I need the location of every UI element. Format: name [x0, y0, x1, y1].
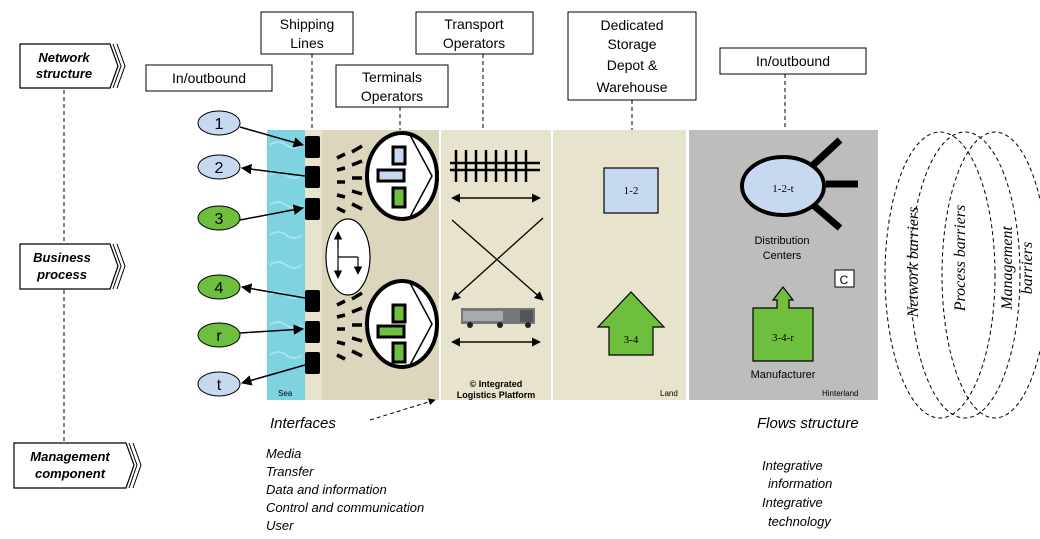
- warehouse-house-34: 3-4: [596, 291, 666, 356]
- flows-item: information: [768, 476, 832, 491]
- manufacturer-label: Manufacturer: [751, 369, 816, 381]
- interfaces-item: Control and communication: [266, 500, 424, 515]
- c-box-label: C: [840, 273, 849, 287]
- c-box: C: [834, 269, 855, 288]
- distribution-center: 1-2-t: [740, 137, 858, 231]
- storage-box-12: 1-2: [603, 167, 659, 214]
- warehouse-label: 3-4: [624, 334, 639, 346]
- rail-track-icon: [450, 150, 540, 182]
- actor-storage-warehouse: Dedicated Storage Depot & Warehouse: [567, 11, 697, 101]
- flow-oval-1: 1: [197, 110, 241, 136]
- actor-storage-line3: Depot &: [607, 57, 658, 73]
- dc-oval-label: 1-2-t: [772, 183, 793, 195]
- land-label: Land: [660, 389, 678, 398]
- management-barriers-line1: Management: [999, 226, 1016, 311]
- flow-oval-t: t: [197, 371, 241, 397]
- dc-label-line2: Centers: [763, 250, 802, 262]
- interfaces-item: Data and information: [266, 482, 387, 497]
- flow-label-r: r: [216, 328, 222, 345]
- tag-network-structure: Network structure: [19, 43, 126, 89]
- flow-label-4: 4: [215, 280, 224, 297]
- flow-oval-3: 3: [197, 205, 241, 231]
- actor-storage-line4: Warehouse: [596, 79, 667, 95]
- barriers: Network barriers Process barriers Manage…: [884, 131, 1040, 419]
- flow-label-t: t: [217, 377, 222, 394]
- actor-shipping-line2: Lines: [290, 35, 323, 51]
- actor-inout-left: In/outbound: [145, 64, 273, 92]
- truck-icon: [461, 308, 535, 328]
- actor-terminals-operators: Terminals Operators: [335, 64, 449, 108]
- copyright-line1: © Integrated: [470, 379, 523, 389]
- manufacturer-box-label: 3-4-r: [772, 332, 794, 344]
- flow-oval-2: 2: [197, 154, 241, 180]
- copyright-line2: Logistics Platform: [457, 390, 536, 400]
- actor-storage-line2: Storage: [607, 36, 656, 52]
- flow-label-1: 1: [215, 116, 224, 133]
- dc-label-line1: Distribution: [754, 235, 809, 247]
- actor-inout-right: In/outbound: [719, 47, 867, 75]
- flows-structure-list: Integrative information Integrative tech…: [762, 458, 832, 529]
- tag-management-component: Management component: [13, 442, 142, 489]
- actor-inout-left-label: In/outbound: [172, 70, 246, 86]
- tag-management-line2: component: [35, 466, 106, 481]
- manufacturer-box: 3-4-r: [752, 286, 814, 362]
- actor-inout-right-label: In/outbound: [756, 53, 830, 69]
- process-barriers-label: Process barriers: [952, 205, 969, 313]
- interfaces-item: User: [266, 518, 294, 533]
- flow-label-3: 3: [215, 211, 224, 228]
- terminal-top: [336, 131, 439, 221]
- management-barriers-line2: barriers: [1019, 242, 1036, 294]
- actor-transport-operators: Transport Operators: [415, 11, 534, 55]
- tag-business-process: Business process: [19, 243, 126, 290]
- flow-oval-r: r: [197, 322, 241, 348]
- interfaces-list: Media Transfer Data and information Cont…: [266, 446, 424, 533]
- tag-network-line1: Network: [38, 50, 90, 65]
- storage-box-label: 1-2: [624, 185, 639, 197]
- flow-oval-4: 4: [197, 274, 241, 300]
- terminal-bottom: [336, 279, 439, 369]
- interfaces-item: Media: [266, 446, 301, 461]
- actor-transport-line2: Operators: [443, 35, 505, 51]
- interfaces-item: Transfer: [266, 464, 314, 479]
- flows-structure-title: Flows structure: [757, 415, 859, 432]
- ship-berths: [305, 136, 320, 374]
- actor-shipping-lines: Shipping Lines: [260, 11, 354, 55]
- actor-storage-line1: Dedicated: [600, 17, 663, 33]
- interfaces-title: Interfaces: [270, 415, 336, 432]
- network-barriers-label: Network barriers: [905, 207, 922, 319]
- tag-management-line1: Management: [30, 449, 110, 464]
- flow-arrows: [239, 126, 306, 386]
- tag-business-line2: process: [36, 267, 87, 282]
- sea-label: Sea: [278, 389, 293, 398]
- actor-terminals-line2: Operators: [361, 88, 423, 104]
- tag-business-line1: Business: [33, 250, 91, 265]
- hinterland-label: Hinterland: [822, 389, 858, 398]
- flows-item: technology: [768, 514, 832, 529]
- transport-arrows: [451, 193, 544, 347]
- terminal-transfer-oval: [325, 218, 371, 296]
- actor-shipping-line1: Shipping: [280, 16, 335, 32]
- flow-label-2: 2: [215, 160, 224, 177]
- tag-network-line2: structure: [36, 66, 92, 81]
- actor-transport-line1: Transport: [444, 16, 504, 32]
- flows-item: Integrative: [762, 458, 823, 473]
- actor-terminals-line1: Terminals: [362, 69, 422, 85]
- flows-item: Integrative: [762, 495, 823, 510]
